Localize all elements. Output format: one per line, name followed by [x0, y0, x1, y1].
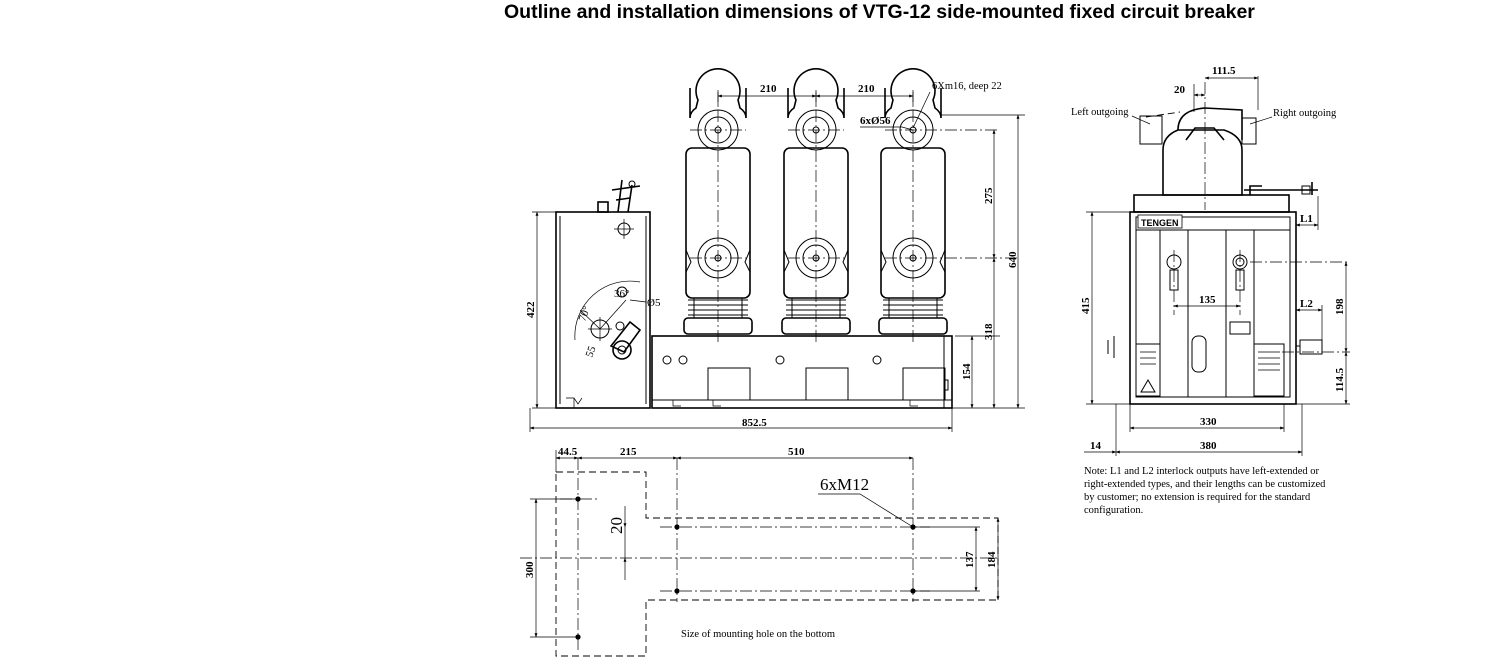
right-outgoing-label: Right outgoing — [1273, 108, 1337, 119]
height-422-label: 422 — [525, 301, 537, 318]
pitch-right-label: 210 — [858, 83, 875, 95]
brand-label: TENGEN — [1141, 218, 1179, 228]
dim-44-5-label: 44.5 — [558, 446, 578, 458]
height-198-label: 198 — [1334, 298, 1346, 315]
holes-label: 6xM12 — [820, 475, 869, 494]
base-frame — [651, 335, 953, 409]
offset-20-label: 20 — [1174, 84, 1186, 96]
page-title-text: Outline and installation dimensions of V… — [504, 1, 1255, 23]
page-title: Outline and installation dimensions of V… — [0, 0, 1490, 26]
note-line-4: configuration. — [1084, 505, 1143, 516]
terminal-thread-label: 6Xm16, deep 22 — [932, 81, 1002, 92]
width-380-label: 380 — [1200, 440, 1217, 452]
dim-137-label: 137 — [964, 551, 976, 568]
bottom-view: 44.5 215 510 6xM12 20 300 137 184 Size o… — [520, 446, 1000, 657]
height-640-label: 640 — [1007, 251, 1019, 268]
note-line-1: Note: L1 and L2 interlock outputs have l… — [1084, 466, 1320, 477]
dia-5-label: Ø5 — [647, 297, 661, 309]
left-outgoing-label: Left outgoing — [1071, 107, 1129, 118]
dim-300-label: 300 — [524, 561, 536, 578]
height-154-label: 154 — [961, 363, 973, 380]
offset-111-5-label: 111.5 — [1212, 65, 1236, 77]
mechanism-housing — [555, 211, 651, 409]
pitch-left-label: 210 — [760, 83, 777, 95]
label-l1: L1 — [1300, 213, 1313, 225]
bottom-caption: Size of mounting hole on the bottom — [681, 629, 835, 640]
side-view: Left outgoing Right outgoing 20 111.5 TE… — [1071, 65, 1350, 516]
height-318-label: 318 — [983, 323, 995, 340]
offset-14-label: 14 — [1090, 440, 1102, 452]
dim-55-label: 55 — [584, 344, 599, 359]
cabinet — [1129, 211, 1297, 405]
dim-184-label: 184 — [986, 551, 998, 568]
dim-510-label: 510 — [788, 446, 805, 458]
width-135-label: 135 — [1199, 294, 1216, 306]
height-275-label: 275 — [983, 187, 995, 204]
dim-215-label: 215 — [620, 446, 637, 458]
angle-70-label: 70° — [577, 304, 594, 323]
label-l2: L2 — [1300, 298, 1313, 310]
front-view: 70° 36° Ø5 55 210 210 6Xm16, deep 22 6 — [525, 68, 1025, 432]
note-line-2: right-extended types, and their lengths … — [1084, 479, 1326, 490]
terminal-dia-label: 6xØ56 — [860, 115, 891, 127]
width-total-label: 852.5 — [742, 417, 767, 429]
note-line-3: by customer; no extension is required fo… — [1084, 492, 1311, 503]
width-330-label: 330 — [1200, 416, 1217, 428]
height-415-label: 415 — [1080, 297, 1092, 314]
height-114-5-label: 114.5 — [1334, 367, 1346, 392]
angle-36-label: 36° — [614, 288, 629, 300]
dim-20-label: 20 — [607, 517, 626, 534]
